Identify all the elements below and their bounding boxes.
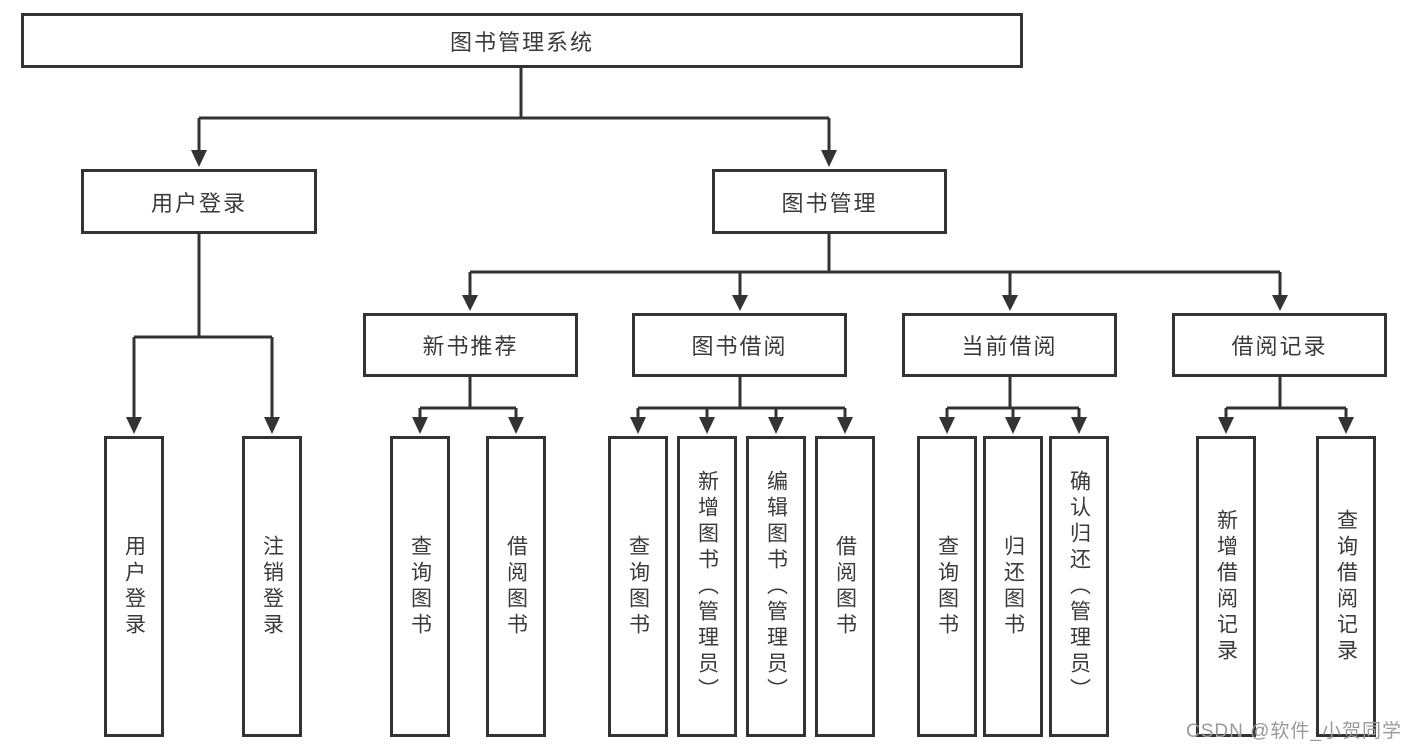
edge-records-to-leaves — [1224, 377, 1348, 417]
edge-bookmgmt-to-level3 — [468, 233, 1282, 295]
leaf-add-borrow-record: 新增借阅记录 — [1196, 436, 1256, 737]
arrowhead-icon — [939, 417, 955, 434]
node-book-management: 图书管理 — [712, 169, 947, 234]
arrowhead-icon — [630, 417, 646, 434]
leaf-edit-books-admin: 编辑图书（管理员） — [746, 436, 806, 737]
arrowhead-icon — [1002, 295, 1018, 311]
csdn-watermark: CSDN @软件_小贺同学 — [1186, 721, 1402, 742]
arrowhead-icon — [1338, 417, 1354, 434]
leaf-query-borrow-record: 查询借阅记录 — [1316, 436, 1376, 737]
leaf-logout: 注销登录 — [242, 436, 302, 737]
arrowhead-icon — [732, 295, 748, 311]
node-new-book-recommend: 新书推荐 — [363, 313, 578, 377]
edge-userlogin-to-leaves — [132, 234, 274, 417]
node-current-borrowing: 当前借阅 — [902, 313, 1117, 377]
arrowhead-icon — [821, 150, 837, 167]
edge-root-to-level2 — [197, 68, 831, 150]
arrowhead-icon — [1272, 295, 1288, 311]
leaf-user-login: 用户登录 — [104, 436, 164, 737]
arrowhead-icon — [699, 417, 715, 434]
leaf-query-books-borrow: 查询图书 — [608, 436, 668, 737]
arrowhead-icon — [1218, 417, 1234, 434]
edge-borrow-to-leaves — [636, 377, 847, 417]
arrowhead-icon — [462, 295, 478, 311]
leaf-add-books-admin: 新增图书（管理员） — [677, 436, 737, 737]
leaf-return-books: 归还图书 — [983, 436, 1043, 737]
arrowhead-icon — [768, 417, 784, 434]
leaf-confirm-return-admin: 确认归还（管理员） — [1049, 436, 1109, 737]
node-book-borrowing: 图书借阅 — [632, 313, 847, 377]
node-user-login: 用户登录 — [81, 169, 317, 234]
leaf-query-books-recommend: 查询图书 — [390, 436, 450, 737]
leaf-borrow-books: 借阅图书 — [815, 436, 875, 737]
arrowhead-icon — [1005, 417, 1021, 434]
arrowhead-icon — [191, 150, 207, 167]
arrowhead-icon — [126, 417, 142, 434]
arrowhead-icon — [412, 417, 428, 434]
edge-current-to-leaves — [945, 377, 1081, 417]
leaf-query-books-current: 查询图书 — [917, 436, 977, 737]
arrowhead-icon — [837, 417, 853, 434]
arrowhead-icon — [264, 417, 280, 434]
edge-newbook-to-leaves — [418, 377, 518, 417]
arrowhead-icon — [508, 417, 524, 434]
leaf-borrow-books-recommend: 借阅图书 — [486, 436, 546, 737]
arrowhead-icon — [1071, 417, 1087, 434]
node-root-system: 图书管理系统 — [21, 13, 1023, 68]
node-borrowing-records: 借阅记录 — [1172, 313, 1387, 377]
